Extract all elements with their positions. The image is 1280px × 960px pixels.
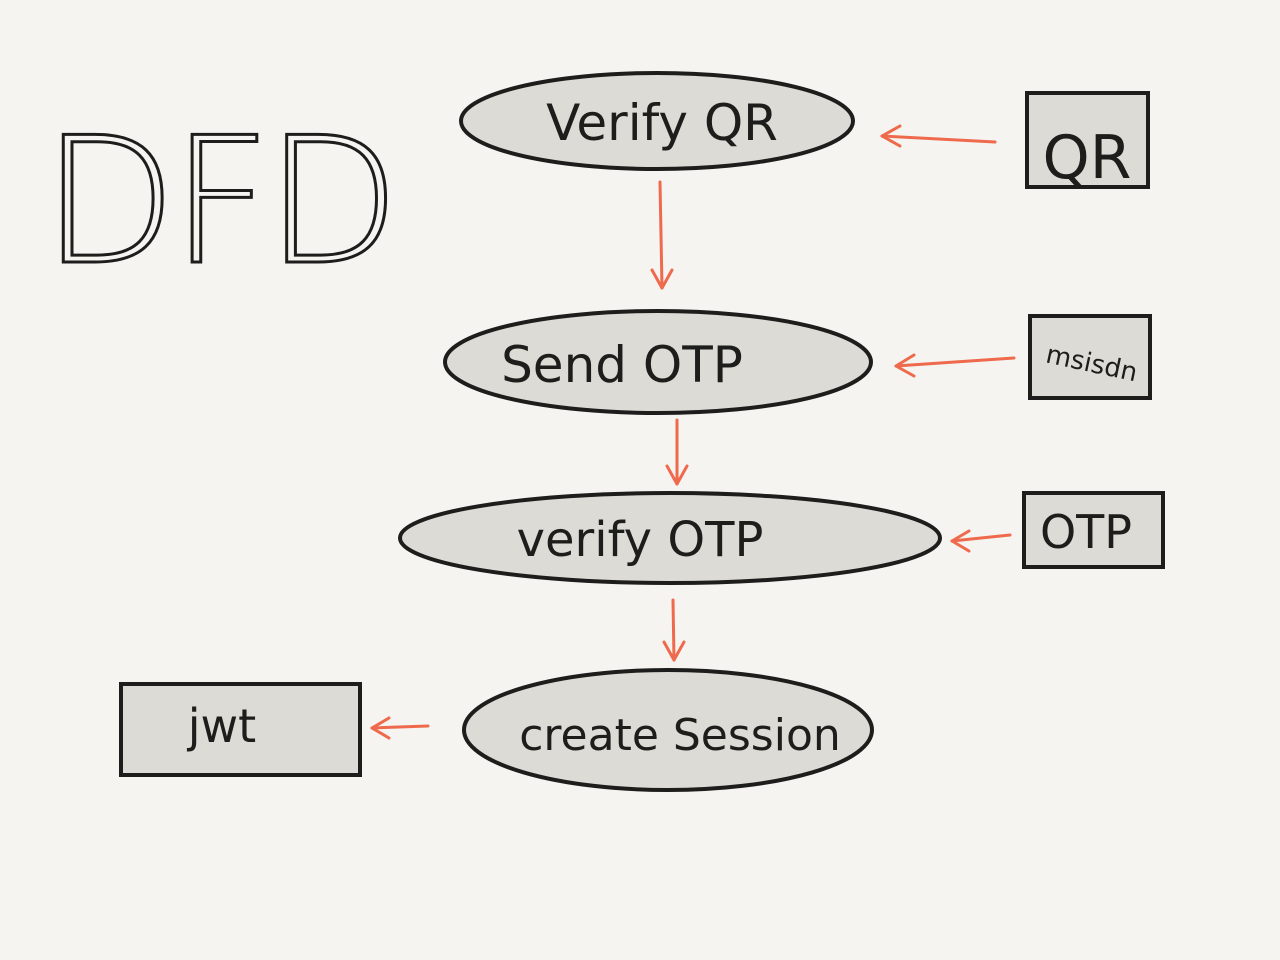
process-verify-otp-label: verify OTP xyxy=(517,512,764,568)
entity-otp-shape xyxy=(1022,491,1165,569)
flow-create-session-to-jwt-arrowhead xyxy=(370,716,391,740)
entity-qr[interactable]: QR xyxy=(1025,91,1150,193)
entity-otp-label: OTP xyxy=(1040,505,1132,559)
entity-jwt-shape xyxy=(119,682,362,777)
process-verify-qr[interactable]: Verify QR xyxy=(459,71,855,171)
process-create-session-label: create Session xyxy=(519,710,841,761)
flow-otp-to-verify-otp-line xyxy=(950,533,1012,543)
flow-verify-qr-to-send-otp-arrowhead xyxy=(650,268,674,290)
process-send-otp-shape xyxy=(443,309,873,415)
flow-otp-to-verify-otp xyxy=(950,529,1012,553)
flow-create-session-to-jwt xyxy=(370,716,430,740)
flow-msisdn-to-send-otp-line xyxy=(894,356,1016,368)
flow-qr-to-verify-qr-arrowhead xyxy=(880,124,902,148)
flow-msisdn-to-send-otp xyxy=(894,353,1016,378)
entity-msisdn[interactable]: msisdn xyxy=(1028,314,1152,400)
entity-qr-shape xyxy=(1025,91,1150,189)
flow-otp-to-verify-otp-arrowhead xyxy=(950,529,971,553)
entity-msisdn-shape xyxy=(1028,314,1152,400)
process-send-otp[interactable]: Send OTP xyxy=(443,309,873,415)
diagram-title: DFD xyxy=(42,101,394,304)
flow-send-otp-to-verify-otp xyxy=(665,418,689,486)
process-send-otp-label: Send OTP xyxy=(501,336,743,394)
flow-send-otp-to-verify-otp-arrowhead xyxy=(665,464,689,486)
flow-msisdn-to-send-otp-arrowhead xyxy=(894,353,916,378)
process-create-session[interactable]: create Session xyxy=(462,668,874,792)
process-verify-qr-label: Verify QR xyxy=(546,94,778,152)
process-verify-otp[interactable]: verify OTP xyxy=(398,491,942,585)
flow-create-session-to-jwt-line xyxy=(370,724,430,730)
process-verify-qr-shape xyxy=(459,71,855,171)
flow-verify-otp-to-create-session xyxy=(662,598,686,662)
flow-verify-otp-to-create-session-line xyxy=(671,598,676,662)
flow-qr-to-verify-qr-line xyxy=(880,134,997,144)
entity-otp[interactable]: OTP xyxy=(1022,491,1165,569)
entity-jwt-label: jwt xyxy=(187,699,256,753)
flow-verify-otp-to-create-session-arrowhead xyxy=(662,640,686,662)
flow-verify-qr-to-send-otp-line xyxy=(658,180,664,290)
process-verify-otp-shape xyxy=(398,491,942,585)
process-create-session-shape xyxy=(462,668,874,792)
flow-qr-to-verify-qr xyxy=(880,124,997,148)
entity-qr-label: QR xyxy=(1043,123,1132,193)
flow-verify-qr-to-send-otp xyxy=(650,180,674,290)
entity-jwt[interactable]: jwt xyxy=(119,682,362,777)
